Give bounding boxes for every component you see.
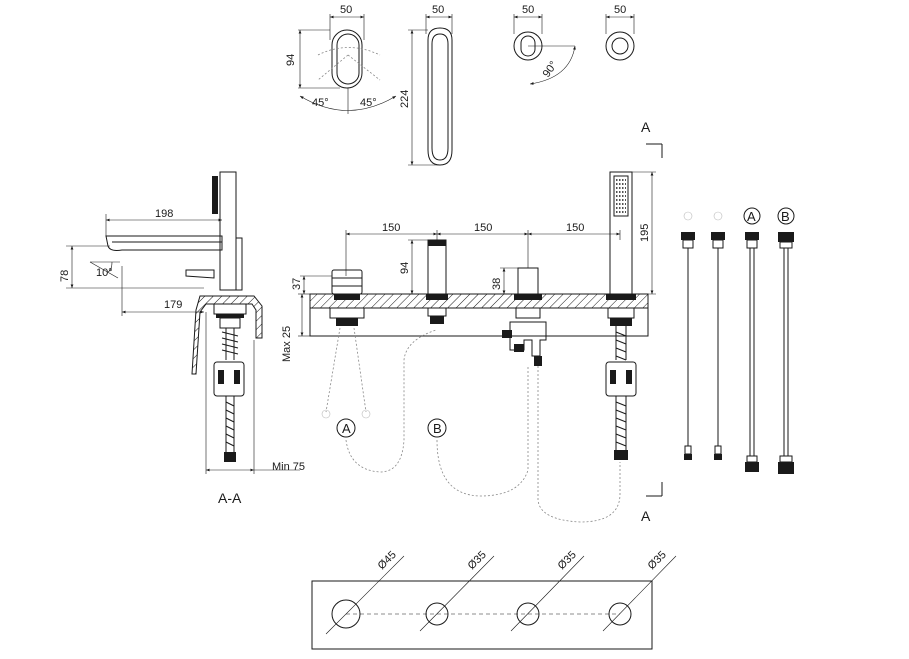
dim-spout-height: 224 — [399, 90, 411, 108]
shower-head-dots — [613, 175, 629, 217]
dim-spout-width: 50 — [432, 4, 444, 16]
dim-mixer-height: 94 — [285, 54, 297, 66]
dim-section-angle: 10° — [96, 267, 113, 279]
hole-diameter-3: Ø35 — [556, 549, 579, 572]
dim-section-reach: 198 — [155, 208, 173, 220]
dim-mixer-front-height: 37 — [291, 278, 303, 290]
dim-deck-max: Max 25 — [281, 326, 293, 362]
hose-1 — [681, 232, 695, 460]
top-view-spout: 50 224 — [399, 4, 453, 166]
hose-b — [778, 232, 794, 474]
dim-mixer-angle-right: 45° — [360, 97, 377, 109]
section-title: A-A — [218, 490, 242, 506]
dim-mixer-width: 50 — [340, 4, 352, 16]
hole-diameter-4: Ø35 — [646, 549, 669, 572]
dim-diverter-angle: 90° — [541, 59, 560, 80]
front-hose-label-b: B — [433, 421, 442, 436]
dim-spacing-3: 150 — [566, 222, 584, 234]
section-view: 198 78 10° 179 Min — [59, 171, 305, 506]
dim-hose-min: Min 75 — [272, 461, 305, 473]
dim-diverter-front-height: 38 — [491, 278, 503, 290]
dim-section-height: 78 — [59, 270, 71, 282]
top-view-diverter: 50 90° — [513, 4, 576, 85]
hoses-group: A B — [681, 207, 795, 474]
dim-cap-width: 50 — [614, 4, 626, 16]
dim-spacing-1: 150 — [382, 222, 400, 234]
dim-mixer-angle-left: 45° — [312, 97, 329, 109]
top-view-mixer: 50 94 45° 45° — [285, 4, 397, 114]
dim-spacing-2: 150 — [474, 222, 492, 234]
hose-2 — [711, 232, 725, 460]
dim-shower-height: 195 — [639, 224, 651, 242]
dim-diverter-width: 50 — [522, 4, 534, 16]
dim-section-base: 179 — [164, 299, 182, 311]
hose-label-b: B — [781, 209, 790, 224]
section-marker-top: A — [641, 119, 651, 135]
front-hose-label-a: A — [342, 421, 351, 436]
hole-diameter-2: Ø35 — [466, 549, 489, 572]
holes-plan: Ø45 Ø35 Ø35 Ø35 — [311, 549, 677, 650]
section-marker-bottom: A — [641, 508, 651, 524]
hose-label-a: A — [747, 209, 756, 224]
front-view: 150 150 150 37 Max 25 94 38 — [281, 119, 663, 524]
hose-a — [745, 232, 759, 472]
dim-spout-front-height: 94 — [399, 262, 411, 274]
hole-diameter-1: Ø45 — [376, 549, 399, 572]
top-view-cap: 50 — [605, 4, 635, 61]
